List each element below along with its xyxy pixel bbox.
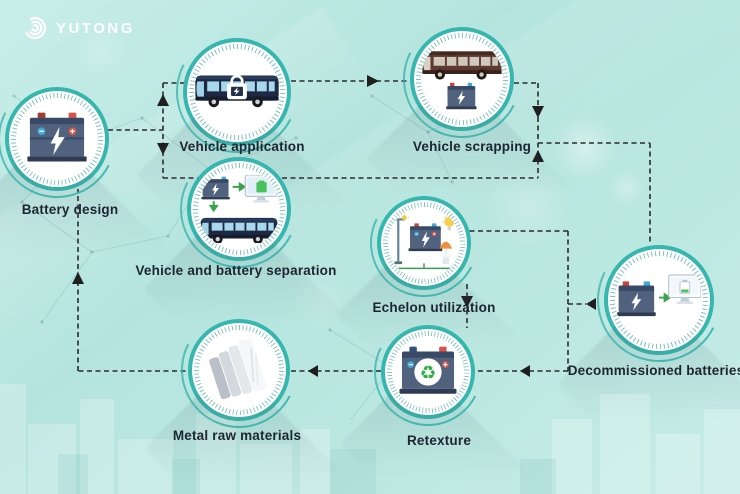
battery-icon xyxy=(27,112,87,162)
node-battery-design xyxy=(0,64,167,337)
bus xyxy=(200,217,278,243)
label-echelon-utilization: Echelon utilization xyxy=(372,300,496,315)
recycle-symbol: ♻ xyxy=(420,363,437,384)
yutong-arcs-icon xyxy=(23,16,47,40)
yutong-logo: YUTONG xyxy=(22,16,135,40)
battery xyxy=(408,223,443,252)
metal-sheets-icon xyxy=(209,339,267,400)
label-vehicle-application: Vehicle application xyxy=(179,139,305,154)
battery-lamps-icon xyxy=(390,212,457,272)
ground-line xyxy=(395,263,453,272)
battery-recycle-icon: ♻ xyxy=(399,346,457,394)
green-arrow-down xyxy=(208,201,219,213)
label-battery-design: Battery design xyxy=(21,202,119,217)
node-decommissioned-batteries xyxy=(556,221,740,494)
node-metal-raw-materials xyxy=(144,296,347,494)
label-vehicle-scrapping: Vehicle scrapping xyxy=(412,139,532,154)
node-vehicle-scrapping xyxy=(365,4,572,277)
lock xyxy=(227,74,247,100)
old-bus xyxy=(422,51,502,80)
label-decommissioned-batteries: Decommissioned batteries xyxy=(567,363,740,378)
label-metal-raw-materials: Metal raw materials xyxy=(172,428,302,443)
battery xyxy=(617,281,656,317)
node-echelon-utilization xyxy=(336,174,523,422)
node-vehicle-battery-separation xyxy=(142,134,349,407)
edge-junction-right xyxy=(538,142,651,244)
small-battery xyxy=(446,82,477,110)
bus-lock-battery-icon xyxy=(195,74,279,108)
street-lamp xyxy=(390,212,410,265)
green-arrow-right xyxy=(659,292,672,303)
green-arrow-right xyxy=(232,181,247,192)
edge-scrapping-out xyxy=(514,82,539,178)
desk-lamp xyxy=(439,241,453,265)
label-vehicle-battery-separation: Vehicle and battery separation xyxy=(135,263,337,278)
node-vehicle-application xyxy=(136,15,351,298)
battery-low-monitor-icon xyxy=(617,274,701,317)
node-retexture: ♻ xyxy=(340,303,527,494)
arrowheads xyxy=(72,75,596,377)
label-retexture: Retexture xyxy=(406,433,472,448)
old-bus-battery-icon xyxy=(422,51,502,110)
monitor xyxy=(668,274,701,305)
logo-text: YUTONG xyxy=(56,19,135,37)
battery-monitor-bus-icon xyxy=(200,175,278,243)
